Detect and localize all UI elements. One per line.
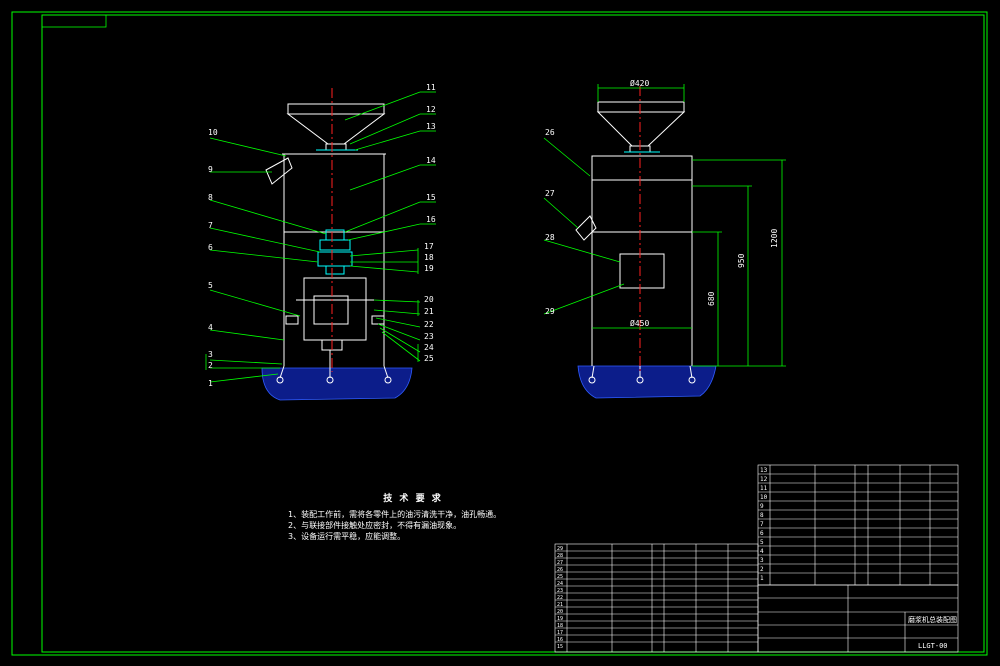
bom-row-23: 23 (557, 588, 563, 594)
callout-9: 9 (208, 165, 213, 174)
technical-requirements: 技 术 要 求 1、装配工作前，需将各零件上的油污清洗干净，油孔畅通。 2、与联… (288, 494, 538, 542)
bom-row-25: 25 (557, 574, 563, 580)
callout-23: 23 (424, 332, 434, 341)
bom-row-24: 24 (557, 581, 563, 587)
dim-height-1200: 1200 (770, 229, 779, 248)
callout-4: 4 (208, 323, 213, 332)
bom-row-13: 13 (760, 467, 768, 474)
bom-row-6: 6 (760, 530, 764, 537)
bom-row-19: 19 (557, 616, 563, 622)
bom-row-5: 5 (760, 539, 764, 546)
callout-3: 3 (208, 350, 213, 359)
callout-6: 6 (208, 243, 213, 252)
title-block-drawing-no: LLGT-00 (918, 642, 948, 650)
callout-16: 16 (426, 215, 436, 224)
bom-row-4: 4 (760, 548, 764, 555)
callout-18: 18 (424, 253, 434, 262)
bom-row-22: 22 (557, 595, 563, 601)
notes-line-1: 1、装配工作前，需将各零件上的油污清洗干净，油孔畅通。 (288, 510, 502, 519)
callout-2: 2 (208, 361, 213, 370)
callout-8: 8 (208, 193, 213, 202)
title-block-name: 磨浆机总装配图 (908, 615, 957, 624)
bom-row-8: 8 (760, 512, 764, 519)
bom-row-29: 29 (557, 546, 563, 552)
front-callout-labels: 1 2 3 4 5 6 7 8 9 10 11 12 13 14 15 16 1… (208, 83, 436, 388)
side-ground (577, 365, 717, 399)
callout-19: 19 (424, 264, 434, 273)
side-dimensions (543, 84, 786, 367)
notes-line-3: 3、设备运行需平稳，应能调整。 (288, 532, 406, 541)
bom-row-21: 21 (557, 602, 563, 608)
front-leaders (205, 91, 436, 383)
side-view (575, 86, 717, 399)
bom-row-3: 3 (760, 557, 764, 564)
bom-left-grid (554, 543, 759, 653)
bom-right-numbers: 13 12 11 10 9 8 7 6 5 4 3 2 1 (760, 467, 768, 582)
callout-20: 20 (424, 295, 434, 304)
bom-row-7: 7 (760, 521, 764, 528)
dim-diameter-top: Ø420 (630, 78, 649, 88)
callout-25: 25 (424, 354, 434, 363)
callout-27: 27 (545, 189, 555, 198)
callout-12: 12 (426, 105, 436, 114)
bom-row-17: 17 (557, 630, 563, 636)
dim-height-680: 680 (707, 291, 716, 306)
callout-7: 7 (208, 221, 213, 230)
bom-row-2: 2 (760, 566, 764, 573)
outer-frame (11, 11, 988, 656)
bom-right-rows (758, 473, 958, 574)
title-block (757, 584, 959, 653)
notes-title: 技 术 要 求 (383, 494, 443, 504)
callout-15: 15 (426, 193, 436, 202)
bom-left-numbers: 29 28 27 26 25 24 23 22 21 20 19 18 17 1… (557, 546, 563, 650)
bom-row-20: 20 (557, 609, 563, 615)
bom-row-1: 1 (760, 575, 764, 582)
callout-21: 21 (424, 307, 434, 316)
inner-frame (41, 14, 985, 653)
bom-row-15: 15 (557, 644, 563, 650)
bom-row-16: 16 (557, 637, 563, 643)
bom-row-12: 12 (760, 476, 768, 483)
bom-row-9: 9 (760, 503, 764, 510)
front-ground (261, 367, 413, 401)
bom-row-26: 26 (557, 567, 563, 573)
callout-11: 11 (426, 83, 436, 92)
bom-row-10: 10 (760, 494, 768, 501)
side-dimension-labels: Ø420 Ø450 1200 950 680 26 27 28 29 (545, 78, 779, 328)
dim-height-950: 950 (737, 253, 746, 268)
notes-line-2: 2、与联接部件接触处应密封，不得有漏油现象。 (288, 521, 462, 530)
callout-22: 22 (424, 320, 434, 329)
corner-box (41, 14, 107, 28)
callout-14: 14 (426, 156, 436, 165)
callout-5: 5 (208, 281, 213, 290)
callout-29: 29 (545, 307, 555, 316)
bom-row-11: 11 (760, 485, 768, 492)
bom-row-27: 27 (557, 560, 563, 566)
callout-13: 13 (426, 122, 436, 131)
front-view (261, 88, 413, 401)
bom-row-18: 18 (557, 623, 563, 629)
dim-diameter-bottom: Ø450 (630, 318, 649, 328)
callout-24: 24 (424, 343, 434, 352)
callout-26: 26 (545, 128, 555, 137)
callout-17: 17 (424, 242, 434, 251)
callout-1: 1 (208, 379, 213, 388)
bom-left-rows (555, 550, 758, 643)
callout-28: 28 (545, 233, 555, 242)
bom-row-28: 28 (557, 553, 563, 559)
callout-10: 10 (208, 128, 218, 137)
